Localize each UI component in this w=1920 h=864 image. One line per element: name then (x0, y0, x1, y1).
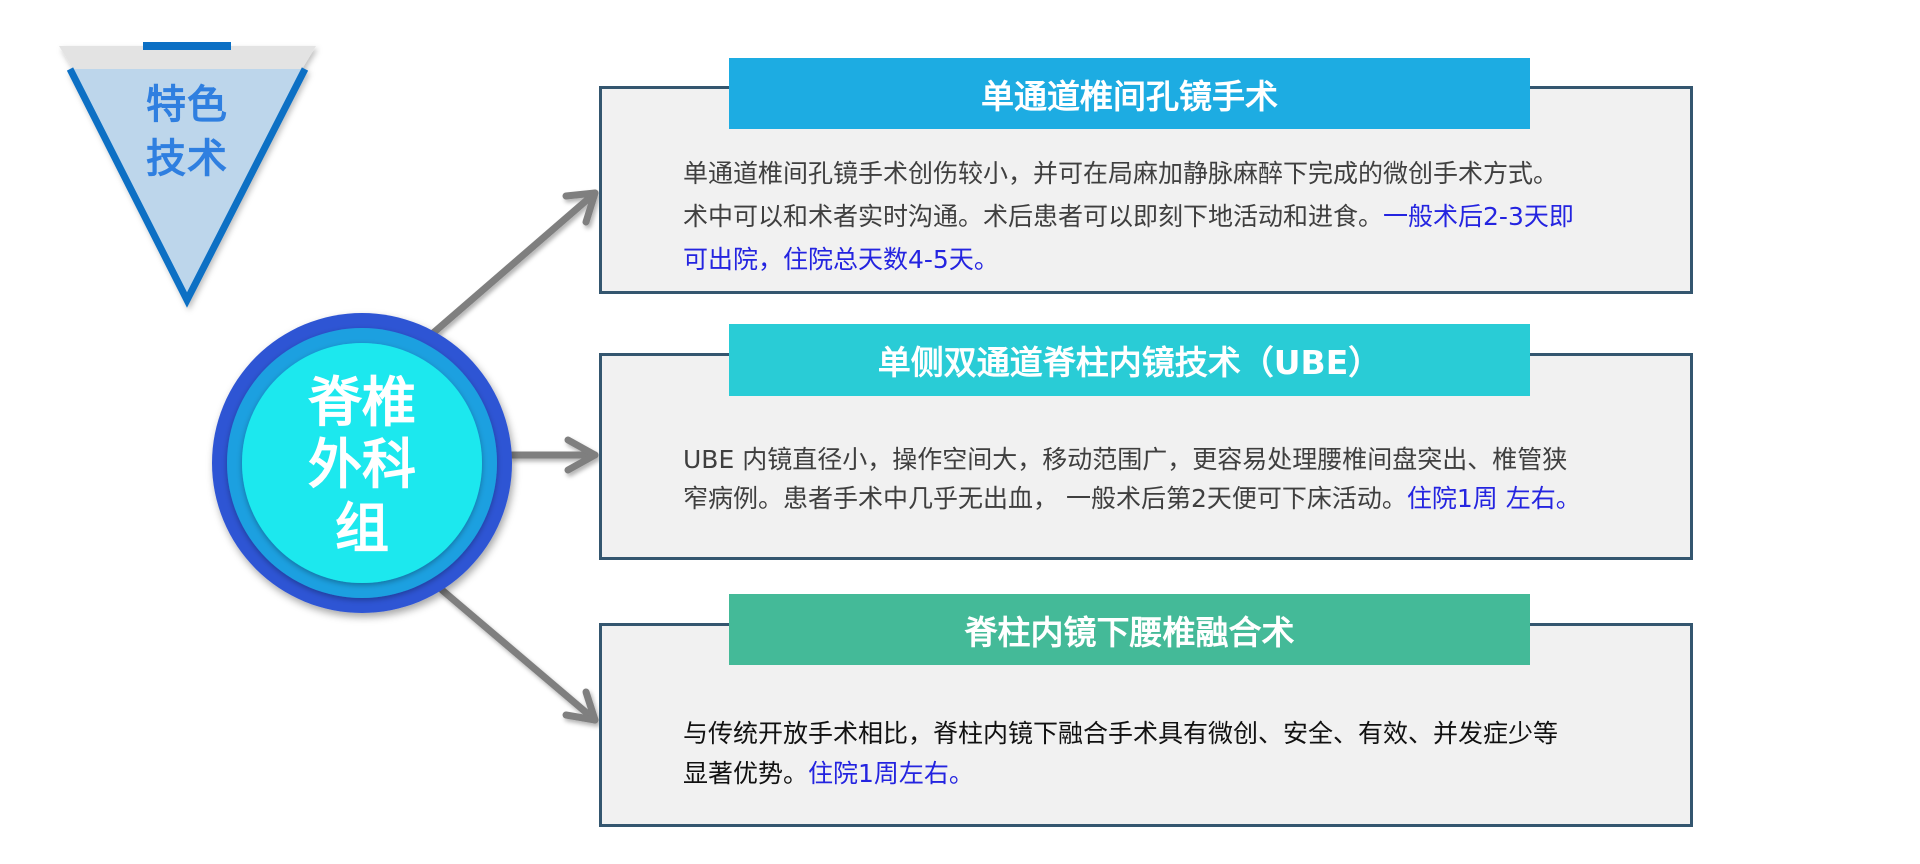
connector-arrows (428, 189, 599, 724)
badge-label-line2: 技术 (146, 136, 228, 182)
card-3-text: 显著优势。 (683, 759, 809, 788)
card-body-3: 与传统开放手术相比，脊柱内镜下融合手术具有微创、安全、有效、并发症少等 显著优势… (683, 714, 1663, 794)
card-body-2: UBE 内镜直径小，操作空间大，移动范围广，更容易处理腰椎间盘突出、椎管狭 窄病… (683, 440, 1663, 518)
badge-label-line1: 特色 (146, 82, 228, 128)
card-body-1: 单通道椎间孔镜手术创伤较小，并可在局麻加静脉麻醉下完成的微创手术方式。 术中可以… (683, 152, 1663, 281)
card-2-line-1: UBE 内镜直径小，操作空间大，移动范围广，更容易处理腰椎间盘突出、椎管狭 (683, 445, 1568, 474)
card-3-line-2: 显著优势。住院1周左右。 (683, 754, 1663, 794)
hub-circle (212, 313, 512, 613)
card-1-line-2: 术中可以和术者实时沟通。术后患者可以即刻下地活动和进食。一般术后2-3天即 (683, 195, 1663, 238)
hub-label-line1: 脊椎 (308, 371, 416, 434)
card-title-2: 单侧双通道脊柱内镜技术（UBE） (729, 324, 1530, 396)
card-title-3: 脊柱内镜下腰椎融合术 (729, 594, 1530, 665)
arrow-to-card-1 (428, 189, 599, 338)
card-1-text: 术中可以和术者实时沟通。术后患者可以即刻下地活动和进食。 (683, 202, 1384, 231)
arrow-to-card-3 (438, 586, 599, 724)
card-2-line-2: 窄病例。患者手术中几乎无出血， 一般术后第2天便可下床活动。住院1周 左右。 (683, 479, 1663, 518)
card-3-highlight: 住院1周左右。 (808, 759, 974, 788)
card-1-highlight: 一般术后2-3天即 (1383, 202, 1574, 231)
card-2-highlight: 住院1周 左右。 (1406, 484, 1581, 513)
badge-triangle (59, 42, 316, 308)
hub-label-line3: 组 (335, 497, 389, 560)
card-1-line-1: 单通道椎间孔镜手术创伤较小，并可在局麻加静脉麻醉下完成的微创手术方式。 (683, 159, 1559, 188)
hub-label-line2: 外科 (308, 433, 416, 496)
card-3-line-1: 与传统开放手术相比，脊柱内镜下融合手术具有微创、安全、有效、并发症少等 (683, 719, 1559, 748)
card-1-line-3: 可出院，住院总天数4-5天。 (683, 245, 999, 274)
card-title-1: 单通道椎间孔镜手术 (729, 58, 1530, 129)
card-2-text: 窄病例。患者手术中几乎无出血， 一般术后第2天便可下床活动。 (683, 484, 1407, 513)
arrow-to-card-2 (508, 436, 599, 474)
